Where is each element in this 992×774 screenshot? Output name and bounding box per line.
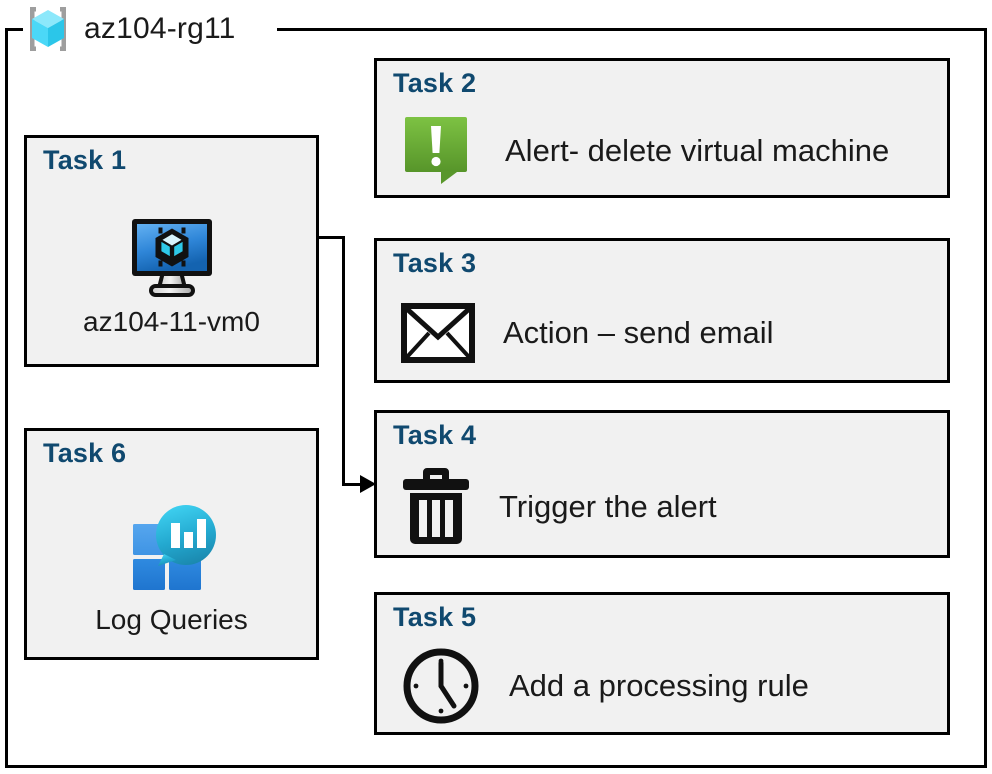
task-caption: az104-11-vm0 xyxy=(83,306,260,337)
log-analytics-icon xyxy=(120,502,224,598)
task-body: az104-11-vm0 xyxy=(27,186,316,364)
resource-group-frame-top-left xyxy=(5,28,23,31)
task-card-task-4[interactable]: Task 4 Trigger the alert xyxy=(374,410,950,558)
resource-group-cube-icon xyxy=(22,3,74,55)
task-caption: Trigger the alert xyxy=(499,488,717,524)
virtual-machine-icon xyxy=(123,214,221,300)
resource-group-frame-bottom xyxy=(5,765,987,768)
task-title: Task 4 xyxy=(393,420,477,450)
task-caption: Alert- delete virtual machine xyxy=(505,132,890,168)
envelope-icon xyxy=(401,302,475,363)
connector-segment-horizontal-bottom xyxy=(342,483,366,486)
resource-group-frame-left xyxy=(5,28,8,768)
task-title: Task 5 xyxy=(393,602,477,632)
task-title: Task 6 xyxy=(43,438,127,468)
task-card-task-2[interactable]: Task 2 Alert- delete vir xyxy=(374,58,950,198)
task-body: Trigger the alert xyxy=(401,457,937,555)
task-card-task-5[interactable]: Task 5 Add a processing rule xyxy=(374,592,950,735)
resource-group-frame-top-right xyxy=(277,28,987,31)
connector-segment-vertical xyxy=(342,236,345,485)
connector-arrowhead xyxy=(360,475,376,493)
task-card-task-3[interactable]: Task 3 Action – send email xyxy=(374,238,950,383)
task-body: Add a processing rule xyxy=(401,639,937,732)
task-body: Action – send email xyxy=(401,285,937,380)
task-caption: Log Queries xyxy=(95,604,248,635)
task-caption: Action – send email xyxy=(503,315,774,350)
resource-group-name: az104-rg11 xyxy=(84,12,236,45)
task-title: Task 3 xyxy=(393,248,477,278)
alert-exclamation-icon xyxy=(401,112,477,188)
task-title: Task 1 xyxy=(43,145,127,175)
resource-group-header: az104-rg11 xyxy=(22,2,236,56)
resource-group-frame-right xyxy=(984,28,987,768)
task-body: Alert- delete virtual machine xyxy=(401,105,937,195)
task-card-task-6[interactable]: Task 6 xyxy=(24,428,319,660)
task-caption: Add a processing rule xyxy=(509,668,809,703)
task-title: Task 2 xyxy=(393,68,477,98)
clock-icon xyxy=(401,646,481,726)
trash-can-icon xyxy=(401,465,471,547)
task-card-task-1[interactable]: Task 1 xyxy=(24,135,319,367)
task-body: Log Queries xyxy=(27,479,316,657)
